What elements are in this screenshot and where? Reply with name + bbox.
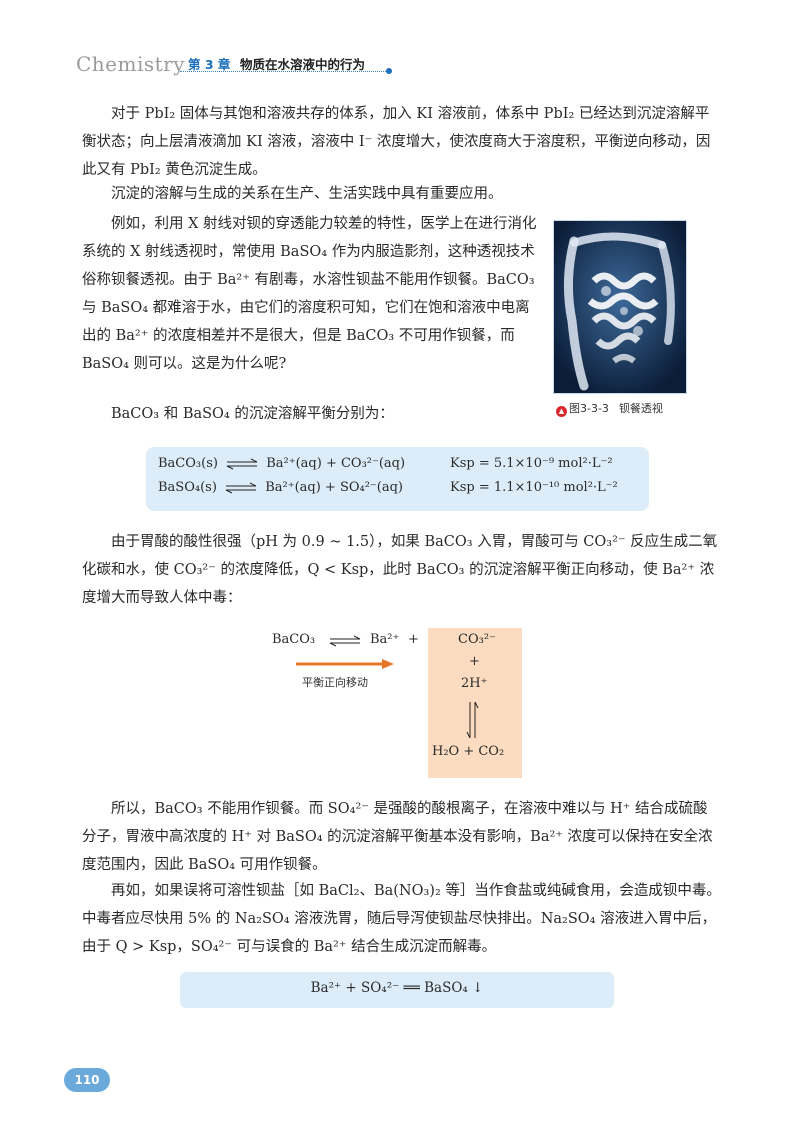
vertical-equilibrium-arrows-icon <box>466 701 479 739</box>
ksp-baco3: Ksp = 5.1×10⁻⁹ mol²·L⁻² <box>450 456 613 471</box>
forward-shift-label: 平衡正向移动 <box>302 676 368 689</box>
eq-right-baso4: Ba²⁺(aq) + SO₄²⁻(aq) <box>265 480 404 495</box>
equilibrium-shift-diagram: BaCO₃ Ba²⁺ + CO₃²⁻ + 2H⁺ H₂O + CO₂ 平衡正向移… <box>268 620 528 778</box>
diagram-products: H₂O + CO₂ <box>432 744 505 759</box>
forward-shift-arrow-icon <box>296 659 394 669</box>
page-number: 110 <box>64 1068 110 1092</box>
figure-caption: ▲图3-3-3 钡餐透视 <box>556 400 716 417</box>
equilibrium-row-baco3: BaCO₃(s) Ba²⁺(aq) + CO₃²⁻(aq) Ksp = 5.1×… <box>158 456 613 478</box>
paragraph-stomach-acid: 由于胃酸的酸性很强（pH 为 0.9 ~ 1.5），如果 BaCO₃ 入胃，胃酸… <box>82 534 718 606</box>
caption-title: 钡餐透视 <box>618 402 663 415</box>
paragraph-pbi2: 对于 PbI₂ 固体与其饱和溶液共存的体系，加入 KI 溶液前，体系中 PbI₂… <box>82 106 711 178</box>
diagram-plus: + <box>408 632 419 647</box>
diagram-equilibrium-arrows-icon <box>329 635 361 647</box>
paragraph-applications: 沉淀的溶解与生成的关系在生产、生活实践中具有重要应用。 <box>111 186 503 202</box>
header-dot-icon <box>386 68 392 74</box>
diagram-baco3: BaCO₃ <box>272 632 316 647</box>
eq-left-baso4: BaSO₄(s) <box>158 480 217 495</box>
chapter-label: 第 3 章 <box>188 57 231 72</box>
eq-left-baco3: BaCO₃(s) <box>158 456 218 471</box>
paragraph-barium-meal: 例如，利用 X 射线对钡的穿透能力较差的特性，医学上在进行消化系统的 X 射线透… <box>82 216 537 372</box>
brand-title: Chemistry <box>76 52 186 76</box>
equilibrium-box: BaCO₃(s) Ba²⁺(aq) + CO₃²⁻(aq) Ksp = 5.1×… <box>146 447 649 511</box>
chapter-title: 物质在水溶液中的行为 <box>240 57 366 72</box>
eq-right-baco3: Ba²⁺(aq) + CO₃²⁻(aq) <box>266 456 406 471</box>
barium-xray-image <box>553 220 687 394</box>
triangle-marker-icon: ▲ <box>556 406 567 417</box>
page-header: Chemistry 第 3 章 物质在水溶液中的行为 <box>76 50 416 80</box>
paragraph-poisoning: 再如，如果误将可溶性钡盐［如 BaCl₂、Ba(NO₃)₂ 等］当作食盐或纯碱食… <box>82 883 721 955</box>
xray-illustration <box>554 221 686 393</box>
equilibrium-row-baso4: BaSO₄(s) Ba²⁺(aq) + SO₄²⁻(aq) Ksp = 1.1×… <box>158 480 618 502</box>
caption-number: 图3-3-3 <box>569 402 609 415</box>
diagram-hydrogen: 2H⁺ <box>461 676 488 691</box>
diagram-carbonate: CO₃²⁻ <box>458 632 496 647</box>
precipitation-equation-box: Ba²⁺ + SO₄²⁻ ══ BaSO₄ ↓ <box>180 972 614 1008</box>
diagram-plus2: + <box>469 654 480 669</box>
equilibrium-arrows-icon <box>225 482 257 493</box>
ksp-baso4: Ksp = 1.1×10⁻¹⁰ mol²·L⁻² <box>450 480 618 495</box>
header-divider <box>180 71 390 72</box>
precipitation-equation: Ba²⁺ + SO₄²⁻ ══ BaSO₄ ↓ <box>310 980 484 996</box>
paragraph-baso4-safe: 所以，BaCO₃ 不能用作钡餐。而 SO₄²⁻ 是强酸的酸根离子，在溶液中难以与… <box>82 801 713 873</box>
chapter-bar: 第 3 章 物质在水溶液中的行为 <box>180 54 390 72</box>
equilibrium-arrows-icon <box>226 458 258 469</box>
paragraph-equilibria-intro: BaCO₃ 和 BaSO₄ 的沉淀溶解平衡分别为： <box>111 406 394 422</box>
diagram-ba-ion: Ba²⁺ <box>370 632 400 647</box>
